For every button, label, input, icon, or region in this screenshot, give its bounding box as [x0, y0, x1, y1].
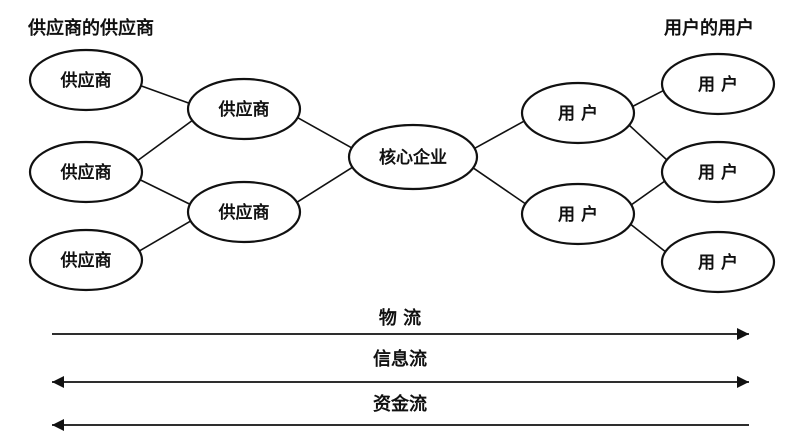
node-s1: 供应商	[28, 48, 144, 112]
node-ellipse	[520, 182, 636, 246]
arrowhead-2-left	[52, 419, 64, 431]
heading-left: 供应商的供应商	[27, 17, 154, 39]
node-ellipse	[520, 81, 636, 145]
edge-s1-s4	[138, 84, 192, 105]
node-u4: 用 户	[660, 140, 776, 204]
edge-u2-u5	[628, 222, 668, 254]
edge-u2-u4	[629, 179, 667, 207]
arrowhead-1-right	[737, 376, 749, 388]
node-label: 供应商	[60, 70, 112, 91]
flow-label: 物 流	[379, 307, 421, 329]
edge-core-u2	[471, 166, 528, 206]
edge-u1-u3	[630, 88, 666, 109]
node-ellipse	[347, 123, 479, 191]
flow-0: 物 流	[52, 307, 749, 335]
node-ellipse	[660, 230, 776, 294]
node-u3: 用 户	[660, 52, 776, 116]
node-ellipse	[186, 180, 302, 244]
edges-layer	[135, 84, 669, 254]
node-s3: 供应商	[28, 228, 144, 292]
heading-right: 用户的用户	[664, 17, 754, 39]
edge-s5-core	[294, 165, 355, 204]
edge-s2-s4	[135, 118, 195, 163]
node-ellipse	[28, 228, 144, 292]
edge-s4-core	[295, 116, 354, 150]
edge-u1-u4	[627, 123, 669, 162]
flow-2: 资金流	[52, 393, 749, 426]
node-label: 核心企业	[379, 147, 447, 168]
node-ellipse	[28, 140, 144, 204]
flow-1: 信息流	[52, 348, 749, 383]
node-core: 核心企业	[347, 123, 479, 191]
node-ellipse	[660, 52, 776, 116]
flow-label: 信息流	[373, 348, 427, 370]
flow-label: 资金流	[373, 393, 427, 415]
node-s2: 供应商	[28, 140, 144, 204]
node-label: 用 户	[698, 74, 738, 95]
node-u1: 用 户	[520, 81, 636, 145]
node-label: 用 户	[558, 103, 598, 124]
node-s5: 供应商	[186, 180, 302, 244]
node-label: 供应商	[218, 202, 270, 223]
node-label: 供应商	[60, 162, 112, 183]
edge-s3-s5	[137, 219, 193, 253]
arrowhead-1-left	[52, 376, 64, 388]
node-label: 用 户	[558, 204, 598, 225]
edge-s2-s5	[137, 178, 193, 206]
edge-core-u1	[472, 119, 527, 151]
node-s4: 供应商	[186, 77, 302, 141]
node-u2: 用 户	[520, 182, 636, 246]
node-ellipse	[28, 48, 144, 112]
node-ellipse	[660, 140, 776, 204]
node-ellipse	[186, 77, 302, 141]
node-label: 供应商	[218, 99, 270, 120]
arrowhead-0-right	[737, 328, 749, 340]
node-label: 用 户	[698, 252, 738, 273]
node-label: 供应商	[60, 250, 112, 271]
node-u5: 用 户	[660, 230, 776, 294]
node-label: 用 户	[698, 162, 738, 183]
